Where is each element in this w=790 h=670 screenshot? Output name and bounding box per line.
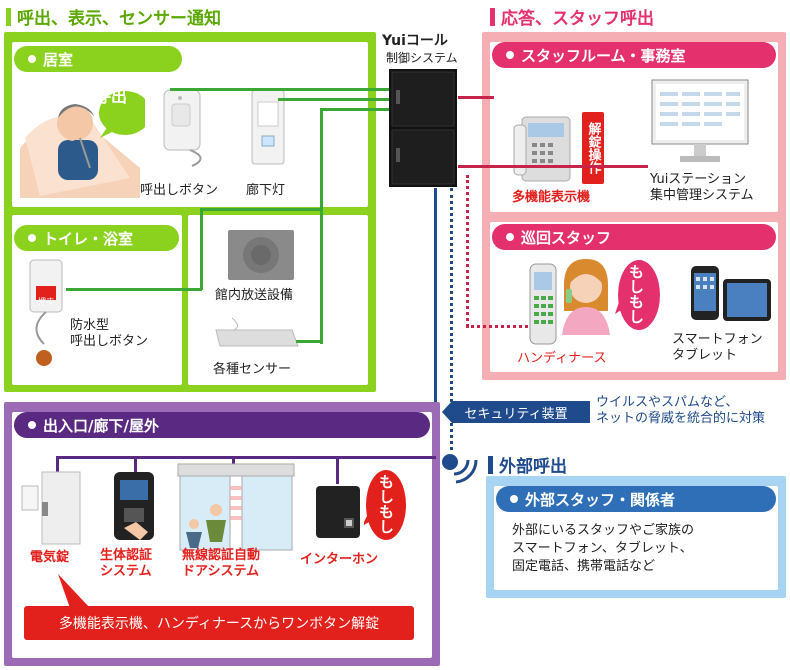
desk-phone-device bbox=[513, 116, 571, 182]
red-wire bbox=[458, 165, 648, 168]
intercom-moshi-text: もしもし bbox=[377, 474, 395, 534]
blue-wire bbox=[434, 188, 437, 460]
moshi-bubble bbox=[615, 260, 660, 330]
handy-nurse-device bbox=[529, 263, 557, 345]
intercom-moshi-bubble bbox=[364, 470, 406, 540]
patrol-moshi-text: もしもし bbox=[627, 264, 645, 324]
controller-brand: Yuiコール bbox=[382, 33, 448, 49]
green-wire bbox=[320, 108, 323, 344]
external-sub-title: 外部スタッフ・関係者 bbox=[525, 490, 676, 509]
tablet-device bbox=[723, 279, 771, 321]
bullet-icon bbox=[28, 234, 36, 242]
sensors-label: 各種センサー bbox=[213, 362, 292, 377]
bullet-icon bbox=[506, 51, 514, 59]
handy-label: ハンディナース bbox=[517, 351, 607, 366]
call-button-device bbox=[163, 89, 202, 167]
bio-label: 生体認証 システム bbox=[100, 548, 153, 579]
intercom-label: インターホン bbox=[300, 552, 379, 567]
room-title: 居室 bbox=[43, 50, 74, 69]
green-wire bbox=[278, 98, 390, 101]
red-wire-dashed bbox=[466, 325, 528, 328]
security-tag-text: セキュリティ装置 bbox=[464, 406, 568, 422]
electric-lock-device bbox=[21, 471, 81, 545]
security-note: ウイルスやスパムなど、 ネットの脅威を統合的に対策 bbox=[596, 395, 766, 426]
purple-wire bbox=[336, 456, 339, 484]
controller-subtitle: 制御システム bbox=[386, 51, 458, 65]
purple-wire bbox=[134, 456, 137, 472]
monitor-device bbox=[651, 79, 749, 162]
banner-pointer bbox=[58, 574, 90, 608]
push-label: 押す bbox=[38, 297, 54, 306]
broadcast-label: 館内放送設備 bbox=[215, 288, 294, 303]
waterproof-button-device bbox=[29, 259, 63, 366]
green-wire bbox=[200, 208, 320, 211]
external-title: 外部呼出 bbox=[488, 452, 567, 477]
security-tag: セキュリティ装置 bbox=[442, 401, 590, 423]
bullet-icon bbox=[28, 421, 36, 429]
purple-wire bbox=[56, 456, 436, 459]
unlock-tag-text: 解錠操作 bbox=[585, 122, 601, 174]
waterproof-label: 防水型 呼出しボタン bbox=[70, 318, 149, 349]
lock-label: 電気錠 bbox=[30, 550, 70, 565]
red-wire-dashed bbox=[466, 175, 469, 327]
unlock-tag: 解錠操作 bbox=[582, 112, 604, 184]
green-wire bbox=[320, 108, 390, 111]
smartphone-label: スマートフォン タブレット bbox=[672, 332, 763, 363]
title-bar bbox=[488, 455, 493, 474]
smartphone-device bbox=[691, 266, 719, 320]
title-bar bbox=[6, 7, 11, 26]
station-label: Yuiステーション 集中管理システム bbox=[650, 172, 754, 203]
patrol-title: 巡回スタッフ bbox=[521, 228, 612, 247]
bullet-icon bbox=[28, 55, 36, 63]
patrol-pill: 巡回スタッフ bbox=[492, 224, 776, 250]
resident-illustration bbox=[20, 91, 145, 198]
bullet-icon bbox=[510, 495, 518, 503]
controller-unit bbox=[389, 69, 457, 187]
corridor-light-device bbox=[251, 89, 285, 165]
wireless-icon bbox=[442, 454, 478, 484]
sensor-device bbox=[215, 317, 299, 347]
blue-wire-dashed bbox=[450, 188, 453, 450]
toilet-title: トイレ・浴室 bbox=[43, 229, 134, 248]
call-speech-text: 呼出 bbox=[95, 87, 128, 106]
green-wire bbox=[66, 288, 202, 291]
green-wire bbox=[200, 208, 203, 290]
purple-wire bbox=[56, 456, 59, 476]
biometric-device bbox=[114, 472, 154, 540]
speaker-device bbox=[228, 230, 294, 280]
door-label: 無線認証自動 ドアシステム bbox=[182, 548, 261, 579]
entrance-title: 出入口/廊下/屋外 bbox=[43, 416, 159, 435]
toilet-pill: トイレ・浴室 bbox=[14, 225, 179, 251]
staff-room-title: スタッフルーム・事務室 bbox=[521, 46, 686, 65]
corridor-light-label: 廊下灯 bbox=[246, 183, 286, 198]
nurse-illustration bbox=[562, 259, 610, 335]
green-wire bbox=[296, 340, 322, 343]
left-title-text: 呼出、表示、センサー通知 bbox=[17, 9, 221, 29]
title-bar bbox=[490, 7, 495, 26]
entrance-pill: 出入口/廊下/屋外 bbox=[14, 412, 430, 438]
auto-door-device bbox=[177, 463, 295, 551]
display-label: 多機能表示機 bbox=[512, 190, 591, 205]
external-pill: 外部スタッフ・関係者 bbox=[496, 486, 776, 512]
red-wire bbox=[458, 96, 494, 99]
right-section-title: 応答、スタッフ呼出 bbox=[490, 4, 654, 29]
left-section-title: 呼出、表示、センサー通知 bbox=[6, 4, 221, 29]
purple-wire bbox=[232, 456, 235, 466]
staff-room-pill: スタッフルーム・事務室 bbox=[492, 42, 776, 68]
unlock-banner: 多機能表示機、ハンディナースからワンボタン解錠 bbox=[24, 606, 414, 640]
room-pill: 居室 bbox=[14, 46, 182, 72]
external-title-text: 外部呼出 bbox=[499, 457, 567, 477]
unlock-banner-text: 多機能表示機、ハンディナースからワンボタン解錠 bbox=[58, 616, 380, 632]
right-title-text: 応答、スタッフ呼出 bbox=[501, 9, 654, 29]
external-desc: 外部にいるスタッフやご家族の スマートフォン、タブレット、 固定電話、携帯電話な… bbox=[512, 523, 695, 574]
intercom-device bbox=[316, 486, 360, 538]
green-wire bbox=[170, 88, 390, 91]
bullet-icon bbox=[506, 233, 514, 241]
call-button-label: 呼出しボタン bbox=[140, 183, 219, 198]
